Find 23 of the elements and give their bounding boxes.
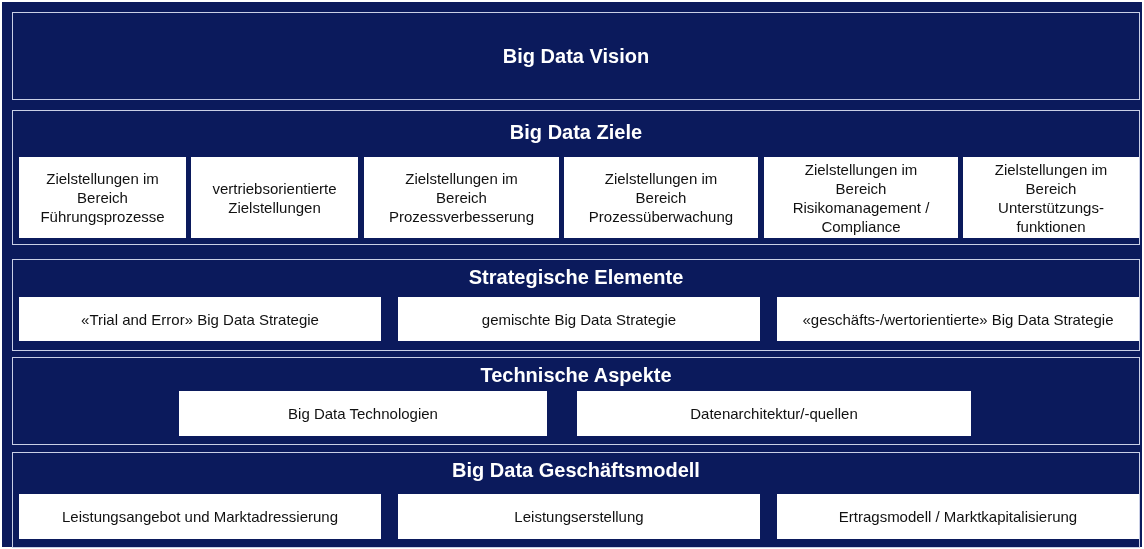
content-box: Zielstellungen im Bereich Unterstützungs- funktionen: [963, 157, 1139, 238]
content-box: «Trial and Error» Big Data Strategie: [19, 297, 381, 341]
layer-band: [12, 357, 1140, 445]
content-box: vertriebsorientierte Zielstellungen: [191, 157, 358, 238]
content-box: Datenarchitektur/-quellen: [577, 391, 971, 436]
content-box: Zielstellungen im Bereich Risikomanagement / Compliance: [764, 157, 958, 238]
content-box: Zielstellungen im Bereich Führungsprozesse: [19, 157, 186, 238]
content-box: Ertragsmodell / Marktkapitalisierung: [777, 494, 1139, 539]
layer-title: Big Data Ziele: [509, 121, 643, 144]
layer-band: [12, 259, 1140, 351]
content-box: Zielstellungen im Bereich Prozessüberwachung: [564, 157, 758, 238]
layer-title: Technische Aspekte: [480, 364, 672, 387]
layer-title: Strategische Elemente: [468, 266, 684, 289]
vision-banner: Big Data Vision: [12, 12, 1140, 100]
content-box: Leistungserstellung: [398, 494, 760, 539]
content-box: «geschäfts-/wertorientierte» Big Data Strategie: [777, 297, 1139, 341]
content-box: Zielstellungen im Bereich Prozessverbesserung: [364, 157, 559, 238]
content-box: gemischte Big Data Strategie: [398, 297, 760, 341]
layer-title: Big Data Geschäftsmodell: [452, 459, 700, 482]
content-box: Big Data Technologien: [179, 391, 547, 436]
content-box: Leistungsangebot und Marktadressierung: [19, 494, 381, 539]
layer-band: [12, 110, 1140, 245]
layer-band: [12, 452, 1140, 548]
